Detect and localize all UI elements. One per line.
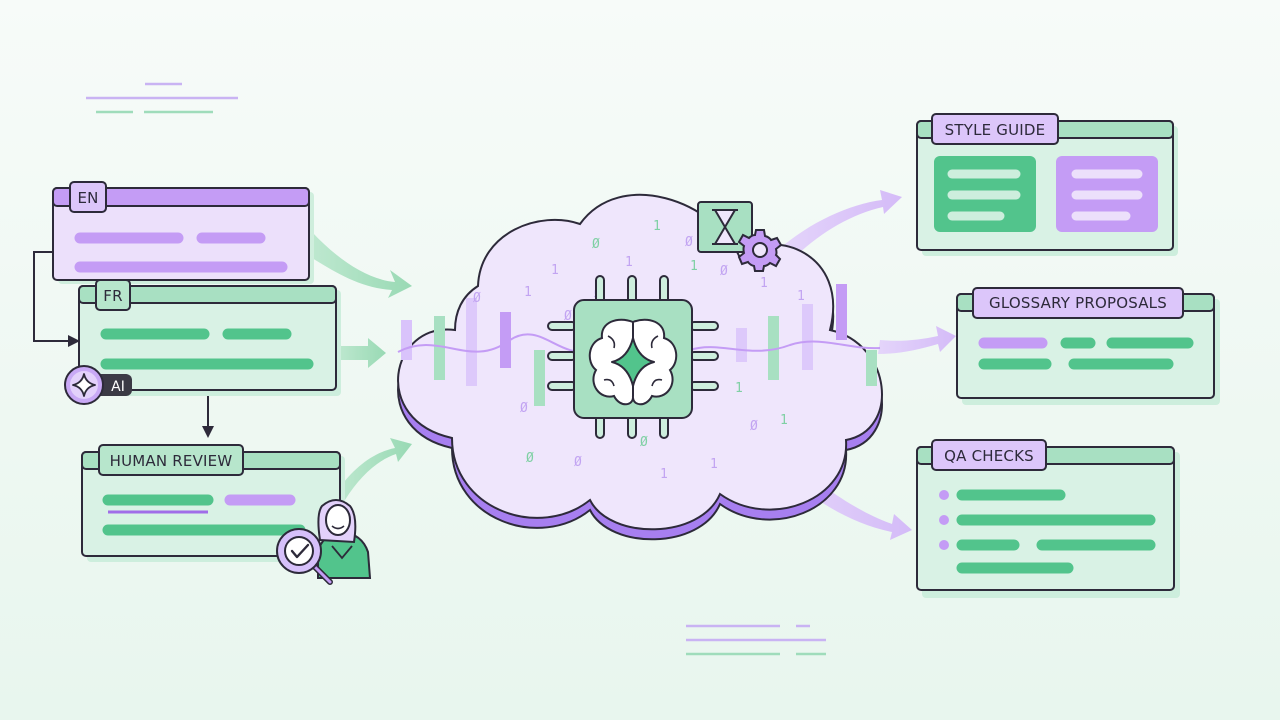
binary-digit: 1 [735,381,743,396]
style-guide-tag [931,113,1059,145]
binary-digit: Ø [574,455,582,470]
style-guide-title: STYLE GUIDE [945,121,1046,139]
binary-digit: 1 [625,255,633,270]
review-title-tag [98,444,244,476]
review-title: HUMAN REVIEW [110,452,233,470]
binary-digit: Ø [520,401,528,416]
binary-digit: 1 [551,263,559,278]
output-flow-arrows [778,190,956,540]
binary-digit: 1 [660,467,668,482]
glossary-title: GLOSSARY PROPOSALS [989,294,1167,312]
binary-digit: Ø [592,237,600,252]
connector-target-to-review [202,392,214,438]
binary-digit: 1 [760,276,768,291]
binary-digit: 1 [780,413,788,428]
source-document-en: EN [52,181,314,284]
language-tag-en [69,181,107,213]
language-label-fr: FR [103,287,122,305]
binary-digit: Ø [564,309,572,324]
magnifier-check-icon [276,528,333,585]
binary-digit: Ø [526,451,534,466]
glossary-tag [972,287,1184,319]
input-flow-arrows [312,232,412,500]
language-tag-fr [95,279,131,311]
reviewer-icon [317,499,372,579]
gear-icon [737,229,783,272]
binary-digit: Ø [685,235,693,250]
glossary-proposals-document: GLOSSARY PROPOSALS [956,287,1220,405]
binary-digit: Ø [640,435,648,450]
hourglass-icon [697,201,753,253]
target-document-fr: FR [78,279,341,396]
binary-digit: Ø [720,264,728,279]
qa-checks-tag [931,439,1047,471]
ai-badge: AI [64,365,132,405]
style-guide-document: STYLE GUIDE [916,113,1178,256]
human-review-document: HUMAN REVIEW [81,444,345,562]
binary-digit: 1 [710,457,718,472]
brain-icon [588,318,678,406]
binary-digit: Ø [750,419,758,434]
connector-source-to-target [33,251,80,347]
decor-lines-top [86,82,238,114]
language-label-en: EN [77,189,98,207]
ai-badge-label: AI [111,379,125,395]
binary-digit: 1 [690,259,698,274]
sparkle-icon [72,373,96,397]
decor-lines-bottom [686,624,826,656]
binary-digit: 1 [797,289,805,304]
qa-checks-title: QA CHECKS [944,447,1034,465]
binary-digit: Ø [473,291,481,306]
cloud-signal-bars [397,284,881,406]
binary-digit: 1 [653,219,661,234]
binary-digit: 1 [524,285,532,300]
qa-checks-document: QA CHECKS [916,439,1180,598]
